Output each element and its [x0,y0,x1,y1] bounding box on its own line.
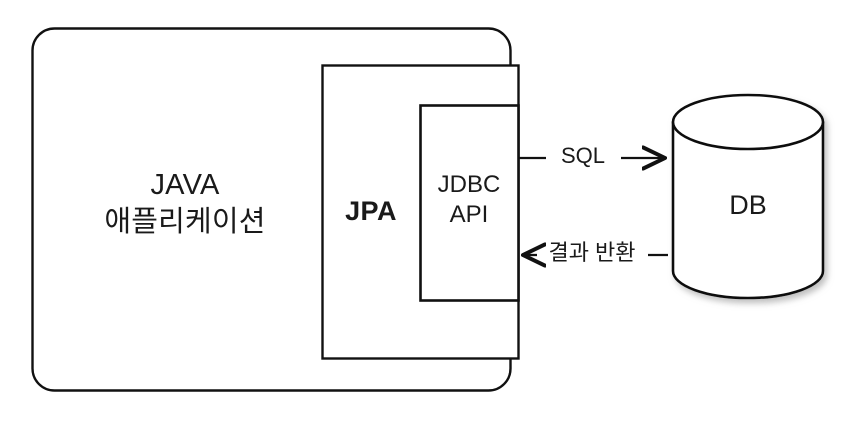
jdbc-api-label: JDBC API [420,170,518,230]
java-application-label: JAVA 애플리케이션 [60,168,310,239]
database-cylinder [671,93,825,300]
java-application-label-line1: JAVA [150,169,220,201]
jdbc-api-label-line2: API [449,201,489,228]
database-label: DB [729,190,767,220]
java-application-label-line2: 애플리케이션 [104,206,266,239]
jdbc-api-box [419,104,520,302]
jdbc-api-label-line1: JDBC [437,171,501,198]
sql-connector-label: SQL [560,143,606,168]
result-connector-label: 결과 반환 [548,240,636,265]
jpa-label: JPA [345,196,397,226]
